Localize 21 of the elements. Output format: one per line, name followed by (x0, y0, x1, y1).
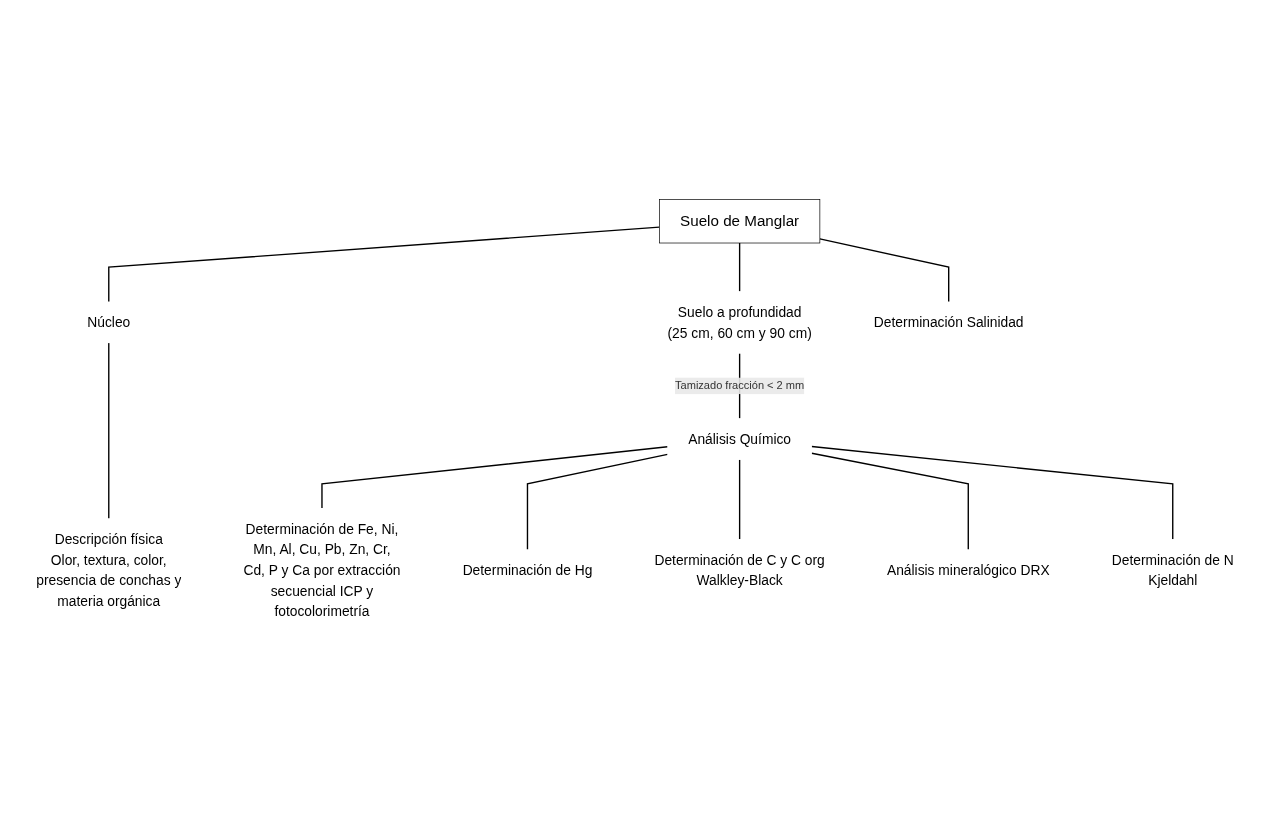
node-text: Análisis Químico (688, 431, 792, 447)
connector (738, 458, 741, 540)
node-text: Análisis mineralógico DRX (886, 562, 1050, 578)
node-box: Suelo de Manglar (659, 198, 821, 243)
node-text: Suelo a profundidad (25 cm, 60 cm y 90 cm) (667, 304, 812, 340)
node-text: Determinación de Hg (462, 562, 593, 578)
connector (108, 226, 661, 302)
node-text: Determinación Salinidad (873, 314, 1024, 330)
connector (811, 452, 969, 550)
connector (108, 342, 110, 519)
connector (811, 445, 1174, 540)
connector (321, 445, 669, 509)
node-text: Núcleo (87, 314, 131, 330)
node-text: Determinación de Fe, Ni, Mn, Al, Cu, Pb, Zn, Cr, Cd, P y Ca por extracción secuencial ICP y fotocolorimetría (243, 520, 401, 619)
connector (526, 453, 669, 550)
node-text: Descripción física Olor, textura, color, presencia de conchas y materia orgánica (36, 531, 182, 609)
edge-label: Tamizado fracción < 2 mm (675, 379, 805, 391)
connector (738, 241, 741, 292)
node-text: Determinación de C y C org Walkley-Black (654, 551, 825, 588)
connector (819, 237, 950, 302)
node-text: Determinación de N Kjeldahl (1111, 551, 1234, 588)
